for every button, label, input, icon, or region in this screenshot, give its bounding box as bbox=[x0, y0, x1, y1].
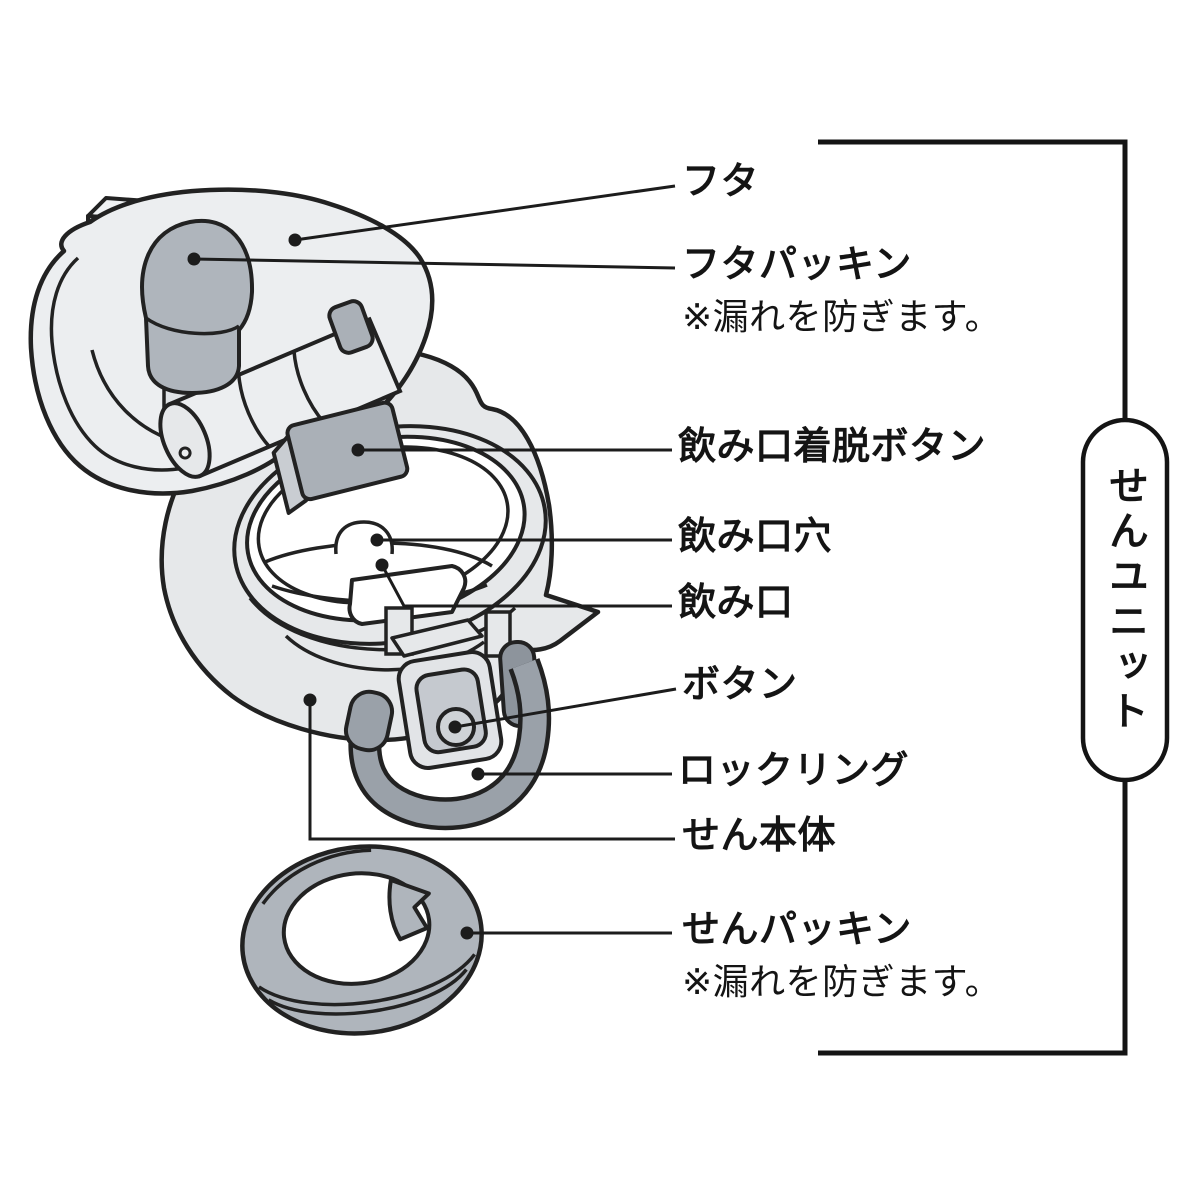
label-mouth-hole: 飲み口穴 bbox=[678, 516, 833, 558]
label-lock-ring: ロックリング bbox=[678, 750, 910, 792]
latch-catch bbox=[327, 299, 375, 355]
label-stopper-unit: せんユニット bbox=[1103, 465, 1147, 735]
hinge-tube bbox=[158, 316, 403, 479]
note-lid-gasket: ※漏れを防ぎます。 bbox=[682, 296, 1002, 337]
unit-bracket bbox=[818, 139, 1170, 1056]
note-stopper-gasket: ※漏れを防ぎます。 bbox=[682, 961, 1002, 1002]
leader-dots bbox=[187, 233, 485, 940]
stopper-gasket-ring bbox=[240, 844, 484, 1036]
unit-capsule bbox=[1080, 417, 1170, 783]
label-stopper-gasket: せんパッキン bbox=[682, 909, 912, 951]
label-lid: フタ bbox=[682, 161, 760, 203]
release-button bbox=[271, 400, 410, 515]
label-lid-gasket: フタパッキン bbox=[682, 244, 912, 286]
label-mouthpiece: 飲み口 bbox=[678, 582, 794, 624]
label-mouth-release-button: 飲み口着脱ボタン bbox=[678, 426, 987, 468]
label-stopper-body: せん本体 bbox=[682, 815, 837, 857]
label-button: ボタン bbox=[682, 664, 798, 706]
lid-gasket bbox=[140, 218, 255, 395]
leader-lines bbox=[193, 184, 677, 935]
